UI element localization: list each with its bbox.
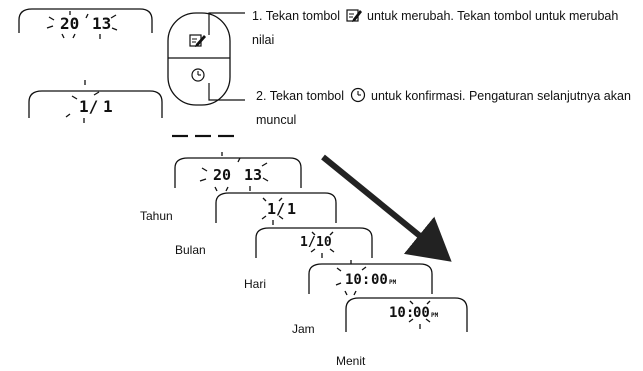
- blink-marks: [46, 11, 118, 39]
- label-year: Tahun: [140, 209, 173, 223]
- lcd-digits-right: 00: [371, 272, 388, 288]
- step-text-before: Tekan tombol: [265, 9, 341, 23]
- lcd-display-day: 1/ 10: [255, 227, 373, 258]
- blink-marks: [65, 80, 100, 123]
- blink-marks: [261, 197, 284, 225]
- lcd-digits-right: 00: [413, 305, 430, 321]
- lcd-digits-right: 1: [287, 200, 296, 218]
- lcd-suffix: PM: [431, 312, 439, 319]
- step-text-before: Tekan tombol: [269, 89, 345, 103]
- lcd-digits-right: 13: [92, 14, 111, 33]
- lcd-digits-right: 10: [316, 235, 332, 250]
- lcd-digits-left: 1/: [79, 97, 98, 116]
- blink-marks: [199, 152, 269, 192]
- lcd-display-year: 20 13: [174, 152, 302, 192]
- label-day: Hari: [244, 277, 267, 291]
- blink-marks: [310, 231, 335, 258]
- lcd-display-month: 1/ 1: [215, 192, 337, 225]
- lcd-display-monthday-top: 1/ 1: [28, 80, 163, 123]
- edit-icon: [345, 7, 362, 30]
- lcd-digits-left: 1/: [267, 200, 285, 218]
- lcd-digits-right: 13: [244, 166, 262, 184]
- lcd-digits-left: 10:: [389, 305, 414, 321]
- step-number: 1.: [252, 9, 263, 23]
- edit-icon: [189, 34, 206, 47]
- progress-arrow: [321, 154, 452, 262]
- device-body: [167, 12, 245, 106]
- blink-marks: [408, 300, 431, 329]
- lcd-suffix: PM: [389, 279, 397, 286]
- leader-line: [208, 83, 245, 101]
- leader-line: [208, 12, 245, 35]
- step-text-after: untuk konfirmasi. Pengaturan selanjutnya…: [256, 89, 631, 127]
- lcd-digits-left: 1/: [300, 235, 316, 250]
- lcd-digits-left: 20: [213, 166, 231, 184]
- lcd-digits-right: 1: [103, 97, 113, 116]
- edit-button[interactable]: [189, 34, 206, 47]
- label-minute: Menit: [336, 354, 366, 368]
- lcd-display-minute: 10: 00 PM: [345, 297, 468, 332]
- label-hour: Jam: [292, 322, 315, 336]
- instruction-step-2: 2. Tekan tombol untuk konfirmasi. Pengat…: [256, 86, 636, 131]
- step-number: 2.: [256, 89, 267, 103]
- instruction-step-1: 1. Tekan tombol untuk merubah. Tekan tom…: [252, 6, 640, 51]
- lcd-digits-left: 20: [60, 14, 79, 33]
- label-month: Bulan: [175, 243, 206, 257]
- lcd-display-hour: 10: 00 PM: [308, 260, 433, 296]
- lcd-display-year-top: 20 13: [18, 8, 153, 39]
- step-text-after: untuk merubah. Tekan tombol untuk meruba…: [252, 9, 619, 47]
- clock-icon: [350, 87, 366, 110]
- lcd-digits-left: 10:: [345, 272, 370, 288]
- clock-button[interactable]: [191, 68, 205, 82]
- clock-icon: [191, 68, 205, 82]
- blink-marks: [335, 260, 367, 296]
